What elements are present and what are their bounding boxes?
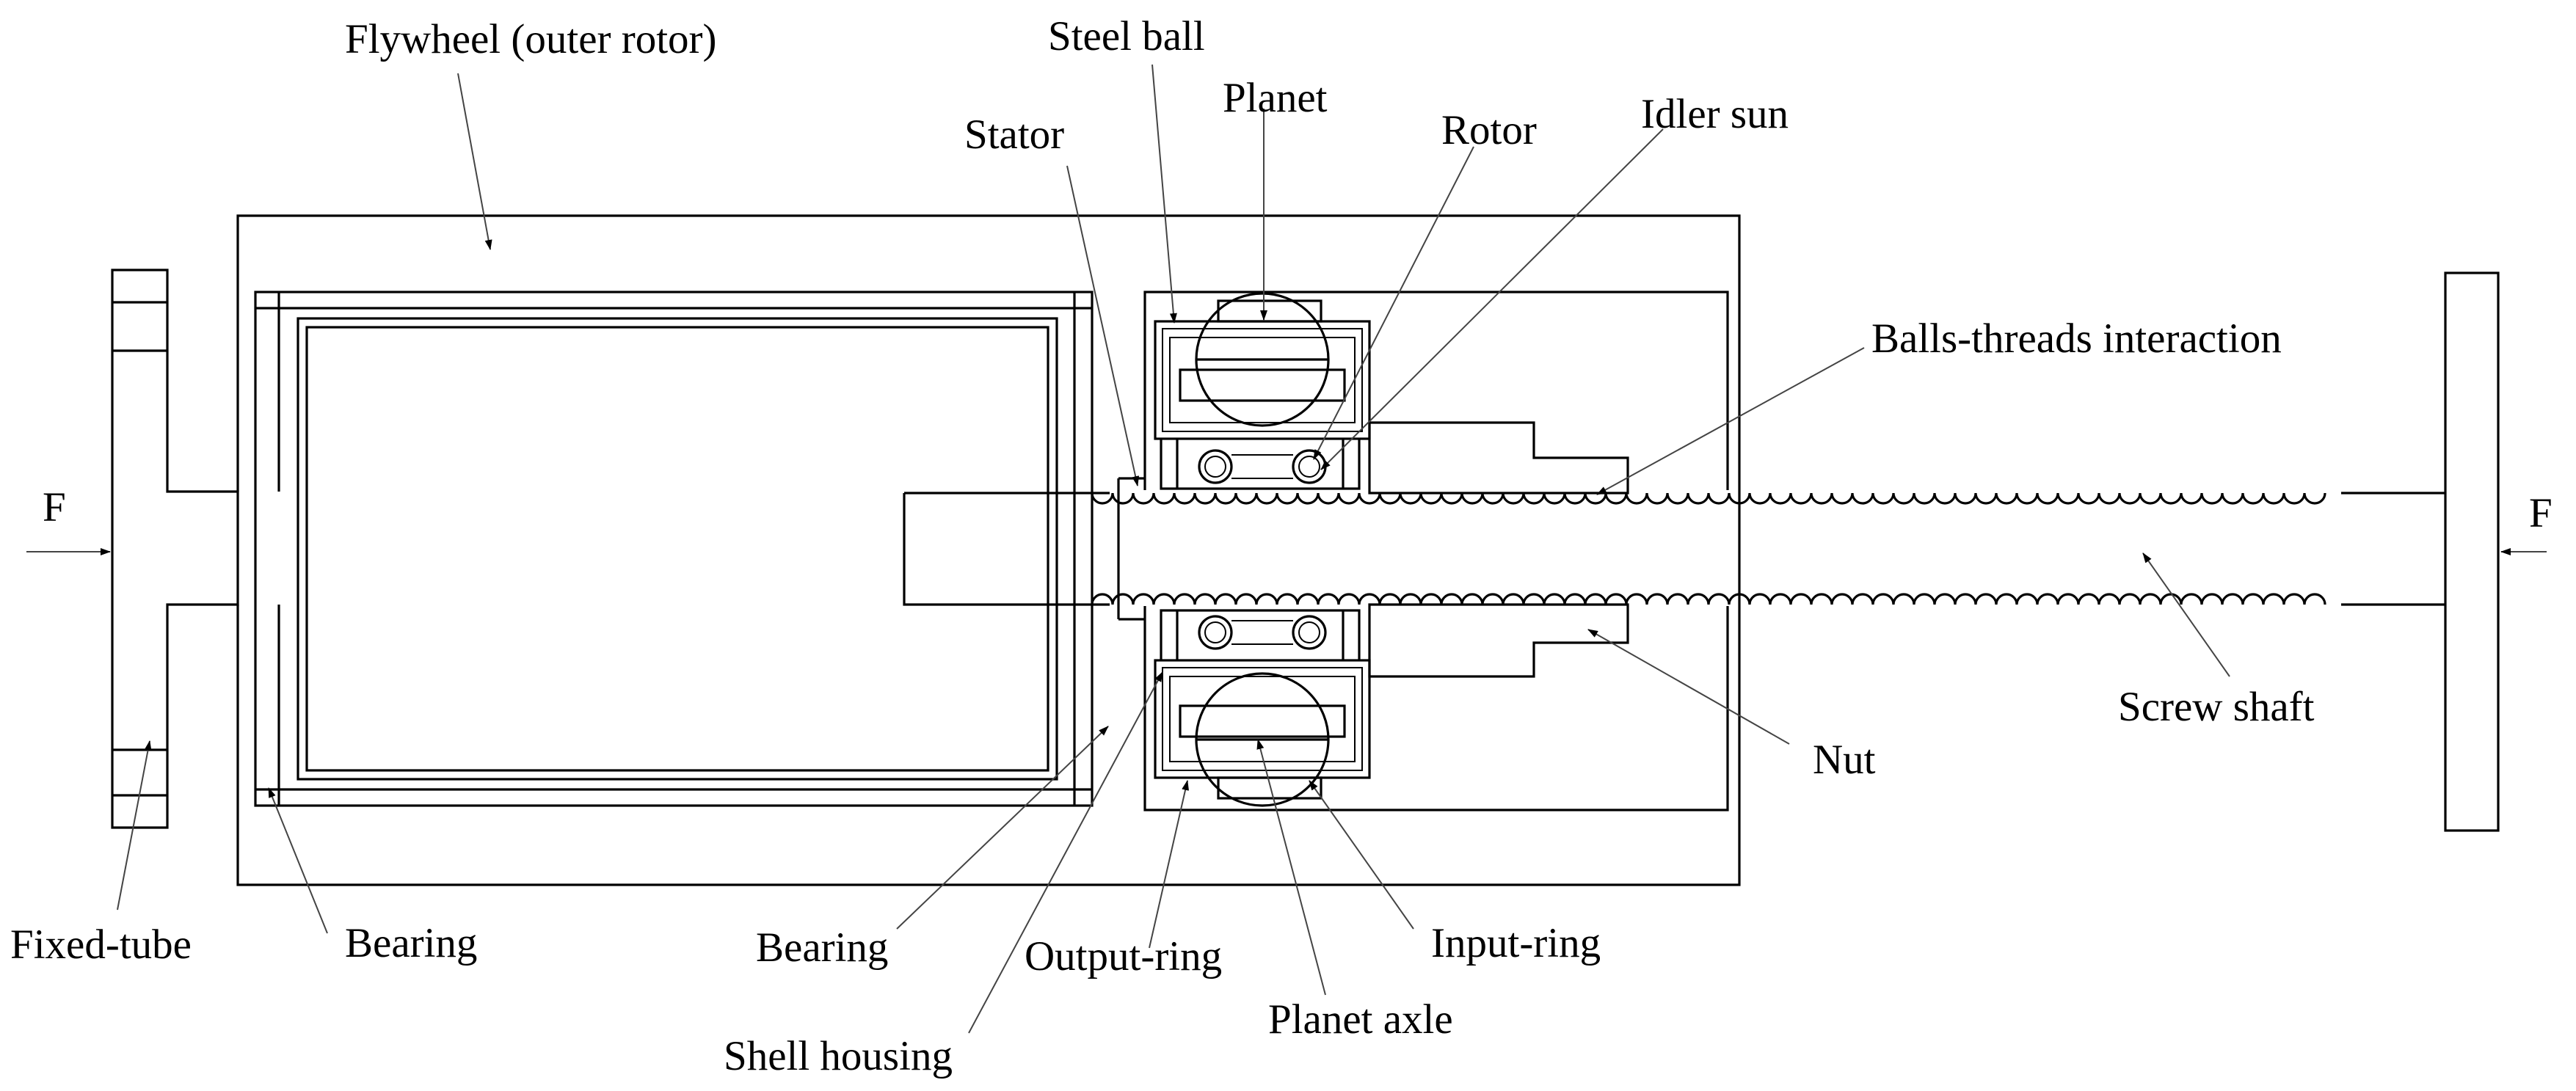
label-flywheel: Flywheel (outer rotor) bbox=[345, 16, 717, 62]
label-force-left: F bbox=[43, 484, 66, 530]
label-shell-housing: Shell housing bbox=[724, 1033, 953, 1079]
label-bearing-center: Bearing bbox=[756, 924, 888, 971]
traction-drive-lower bbox=[1154, 609, 1371, 807]
label-force-right: F bbox=[2529, 490, 2553, 536]
label-planet-axle: Planet axle bbox=[1268, 996, 1453, 1043]
label-nut: Nut bbox=[1813, 737, 1876, 783]
right-end-plate bbox=[2444, 271, 2500, 832]
label-screw-shaft: Screw shaft bbox=[2118, 684, 2315, 730]
left-bearing bbox=[296, 317, 1058, 781]
label-idler-sun: Idler sun bbox=[1641, 91, 1789, 137]
nut bbox=[1368, 421, 1629, 678]
label-rotor: Rotor bbox=[1441, 107, 1537, 153]
label-steel-ball: Steel ball bbox=[1048, 13, 1205, 59]
traction-drive-upper bbox=[1154, 292, 1371, 490]
label-input-ring: Input-ring bbox=[1431, 920, 1601, 966]
label-bearing-left: Bearing bbox=[345, 920, 477, 966]
flywheel-outer-rotor bbox=[236, 214, 1741, 886]
label-balls-threads: Balls-threads interaction bbox=[1871, 315, 2282, 362]
label-planet: Planet bbox=[1223, 75, 1328, 121]
label-output-ring: Output-ring bbox=[1025, 933, 1222, 979]
left-chamber bbox=[254, 291, 1094, 807]
label-fixed-tube: Fixed-tube bbox=[10, 922, 192, 968]
leader-lines bbox=[117, 64, 2230, 1034]
label-stator: Stator bbox=[964, 112, 1064, 158]
screw-shaft bbox=[903, 492, 2445, 606]
fixed-tube bbox=[111, 269, 239, 829]
